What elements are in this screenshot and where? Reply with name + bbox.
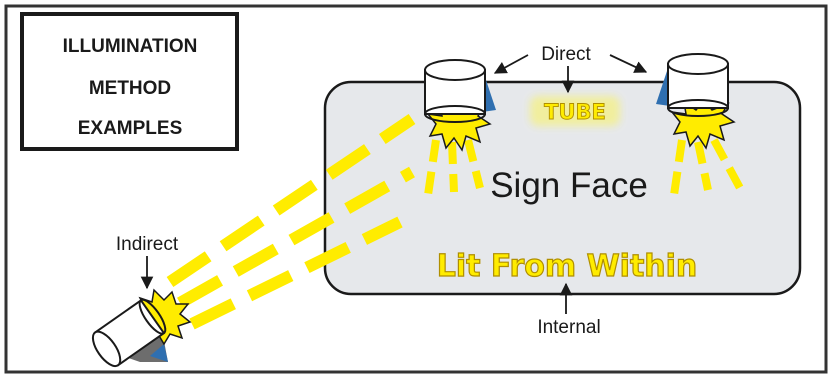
lamp-mount-icon — [150, 344, 168, 362]
arrow-icon — [609, 54, 648, 73]
direct-arrows — [493, 54, 648, 94]
right-lamp-rays — [670, 138, 744, 196]
floodlight-icon — [91, 288, 192, 368]
arrow-icon — [493, 54, 529, 74]
light-beam — [710, 138, 744, 190]
light-beam — [448, 141, 458, 193]
lit-from-within-text: Lit From Within — [437, 249, 698, 284]
left-spotlight-icon — [424, 59, 496, 152]
direct-label: Direct — [541, 44, 591, 65]
indirect-label: Indirect — [116, 234, 179, 255]
title-line-3: EXAMPLES — [78, 118, 183, 139]
right-spotlight-icon — [656, 53, 736, 150]
light-beam — [694, 141, 712, 191]
light-beam — [189, 216, 403, 330]
light-beam — [166, 114, 416, 287]
lamp-mount-icon — [656, 62, 670, 106]
left-lamp-rays — [424, 139, 484, 196]
title-line-2: METHOD — [89, 78, 171, 99]
light-beam — [424, 139, 440, 196]
indirect-light-beams — [166, 114, 416, 330]
light-beam — [177, 166, 415, 309]
light-beam — [670, 139, 686, 196]
internal-label: Internal — [537, 317, 600, 338]
light-burst-icon — [670, 98, 736, 150]
light-beam — [464, 139, 484, 189]
title-line-1: ILLUMINATION — [63, 36, 198, 57]
tube-text: TUBE — [544, 100, 606, 124]
title-box: ILLUMINATION METHOD EXAMPLES — [20, 12, 239, 151]
sign-face-text: Sign Face — [490, 166, 648, 205]
tube-label: TUBE — [530, 96, 620, 126]
